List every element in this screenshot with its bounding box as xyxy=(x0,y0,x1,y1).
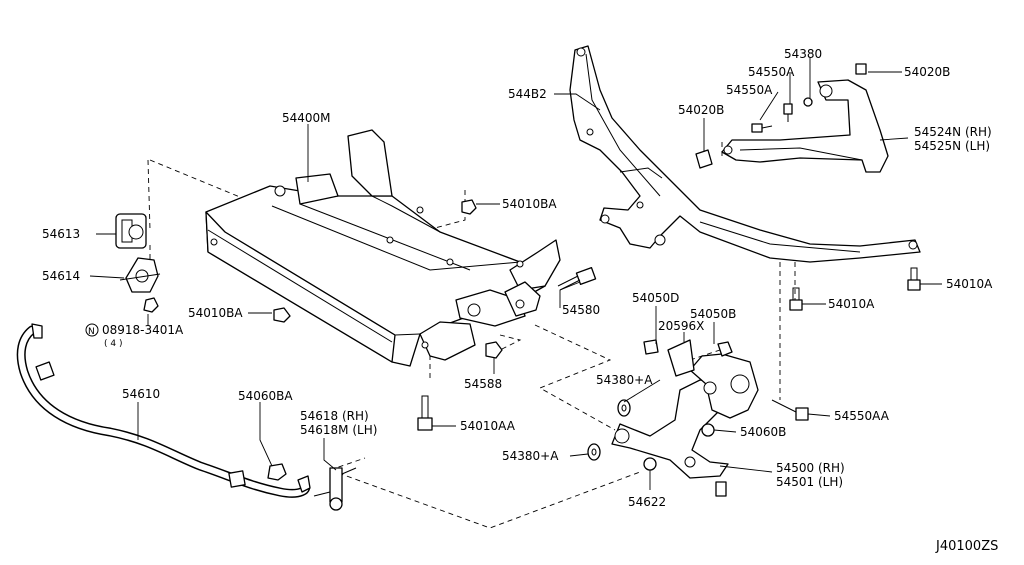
label-54400M[interactable]: 54400M xyxy=(282,111,331,125)
label-54524N[interactable]: 54524N (RH) xyxy=(914,125,992,139)
bolt-54010A-mid[interactable] xyxy=(789,287,803,311)
label-54588[interactable]: 54588 xyxy=(464,377,502,391)
leader-lines xyxy=(89,58,942,490)
label-54010AA[interactable]: 54010AA xyxy=(460,419,516,433)
nut-08918-3401A[interactable] xyxy=(143,297,159,313)
label-54525N[interactable]: 54525N (LH) xyxy=(914,139,990,153)
label-54010A-mid[interactable]: 54010A xyxy=(828,297,875,311)
label-54380A-lower[interactable]: 54380+A xyxy=(502,449,559,463)
n-prefix-circle xyxy=(85,323,99,337)
label-54010BA-top[interactable]: 54010BA xyxy=(502,197,557,211)
bushing-54613[interactable] xyxy=(115,213,147,249)
label-54550AA[interactable]: 54550AA xyxy=(834,409,890,423)
label-54060BA[interactable]: 54060BA xyxy=(238,389,293,403)
label-54380[interactable]: 54380 xyxy=(784,47,822,61)
label-08918-3401A[interactable]: 08918-3401A xyxy=(102,323,184,337)
bolt-54550A-upper xyxy=(783,103,793,122)
bolt-54550A-lower xyxy=(751,123,773,133)
washer-54622[interactable] xyxy=(643,457,657,471)
label-54060B[interactable]: 54060B xyxy=(740,425,786,439)
washer-54380A-lower[interactable] xyxy=(587,443,601,461)
nut-54010BA-left[interactable] xyxy=(273,307,291,323)
washer-54380A-upper[interactable] xyxy=(617,399,631,417)
diagram-code: J40100ZS xyxy=(935,539,998,554)
label-54010A-right[interactable]: 54010A xyxy=(946,277,993,291)
label-08918-prefix: N xyxy=(88,327,95,337)
label-54622[interactable]: 54622 xyxy=(628,495,666,509)
label-54380A-upper[interactable]: 54380+A xyxy=(596,373,653,387)
label-54610[interactable]: 54610 xyxy=(122,387,160,401)
front-suspension-member[interactable] xyxy=(205,129,561,367)
label-544B2[interactable]: 544B2 xyxy=(508,87,547,101)
label-54050D[interactable]: 54050D xyxy=(632,291,679,305)
label-54501-lh[interactable]: 54501 (LH) xyxy=(776,475,843,489)
label-54010BA-left[interactable]: 54010BA xyxy=(188,306,243,320)
bolt-54010A-right[interactable] xyxy=(907,267,921,291)
label-54618-rh[interactable]: 54618 (RH) xyxy=(300,409,369,423)
label-54614[interactable]: 54614 xyxy=(42,269,80,283)
clamp-54614[interactable] xyxy=(119,257,161,293)
label-54550A-1[interactable]: 54550A xyxy=(748,65,795,79)
knuckle-bracket[interactable] xyxy=(643,339,759,437)
bolt-54550AA[interactable] xyxy=(771,399,809,421)
nut-54060BA[interactable] xyxy=(267,463,287,481)
stabilizer-bar[interactable] xyxy=(16,323,311,498)
callout-labels: 54400M 54010BA 54613 54614 N 08918-3401A… xyxy=(42,47,998,554)
label-54618M-lh[interactable]: 54618M (LH) xyxy=(300,423,377,437)
label-20596X[interactable]: 20596X xyxy=(658,319,704,333)
bolt-54580[interactable] xyxy=(557,266,597,291)
label-54020B-top[interactable]: 54020B xyxy=(904,65,950,79)
label-54580[interactable]: 54580 xyxy=(562,303,600,317)
label-54020B-left[interactable]: 54020B xyxy=(678,103,724,117)
label-08918-qty: ( 4 ) xyxy=(104,339,122,349)
bolt-54010AA[interactable] xyxy=(417,395,433,431)
lower-link-54500[interactable] xyxy=(611,379,729,497)
nut-54010BA-top[interactable] xyxy=(461,199,477,215)
label-54050B[interactable]: 54050B xyxy=(690,307,736,321)
label-54500-rh[interactable]: 54500 (RH) xyxy=(776,461,845,475)
label-54613[interactable]: 54613 xyxy=(42,227,80,241)
stabilizer-link-54618[interactable] xyxy=(313,467,357,511)
nut-54588[interactable] xyxy=(485,341,503,359)
suspension-member-544B2[interactable] xyxy=(569,45,921,263)
upper-link-54524N[interactable] xyxy=(695,63,889,173)
label-54550A-2[interactable]: 54550A xyxy=(726,83,773,97)
